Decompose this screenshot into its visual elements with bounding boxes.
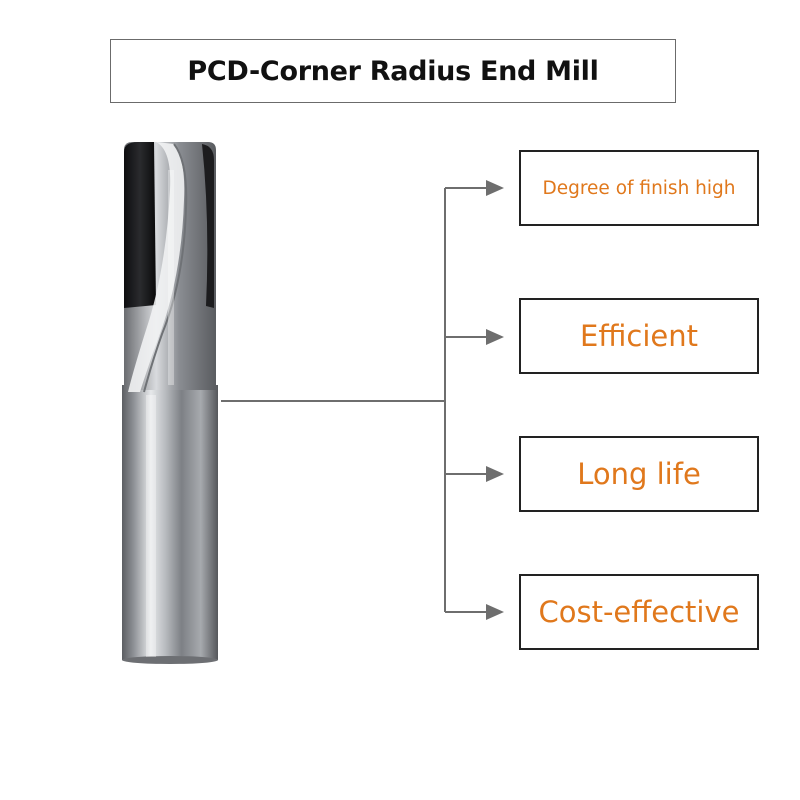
feature-box-long-life: Long life: [519, 436, 759, 512]
feature-label: Efficient: [580, 319, 698, 353]
feature-box-cost-effective: Cost-effective: [519, 574, 759, 650]
arrow-icon: [486, 329, 504, 345]
feature-box-finish: Degree of finish high: [519, 150, 759, 226]
arrow-icon: [486, 180, 504, 196]
feature-label: Long life: [577, 457, 701, 491]
title-box: PCD-Corner Radius End Mill: [110, 39, 676, 103]
end-mill-icon: [122, 142, 218, 664]
arrow-icon: [486, 604, 504, 620]
feature-label: Cost-effective: [538, 595, 740, 629]
feature-label: Degree of finish high: [542, 177, 736, 199]
diagram-title: PCD-Corner Radius End Mill: [187, 55, 599, 87]
feature-box-efficient: Efficient: [519, 298, 759, 374]
arrow-icon: [486, 466, 504, 482]
